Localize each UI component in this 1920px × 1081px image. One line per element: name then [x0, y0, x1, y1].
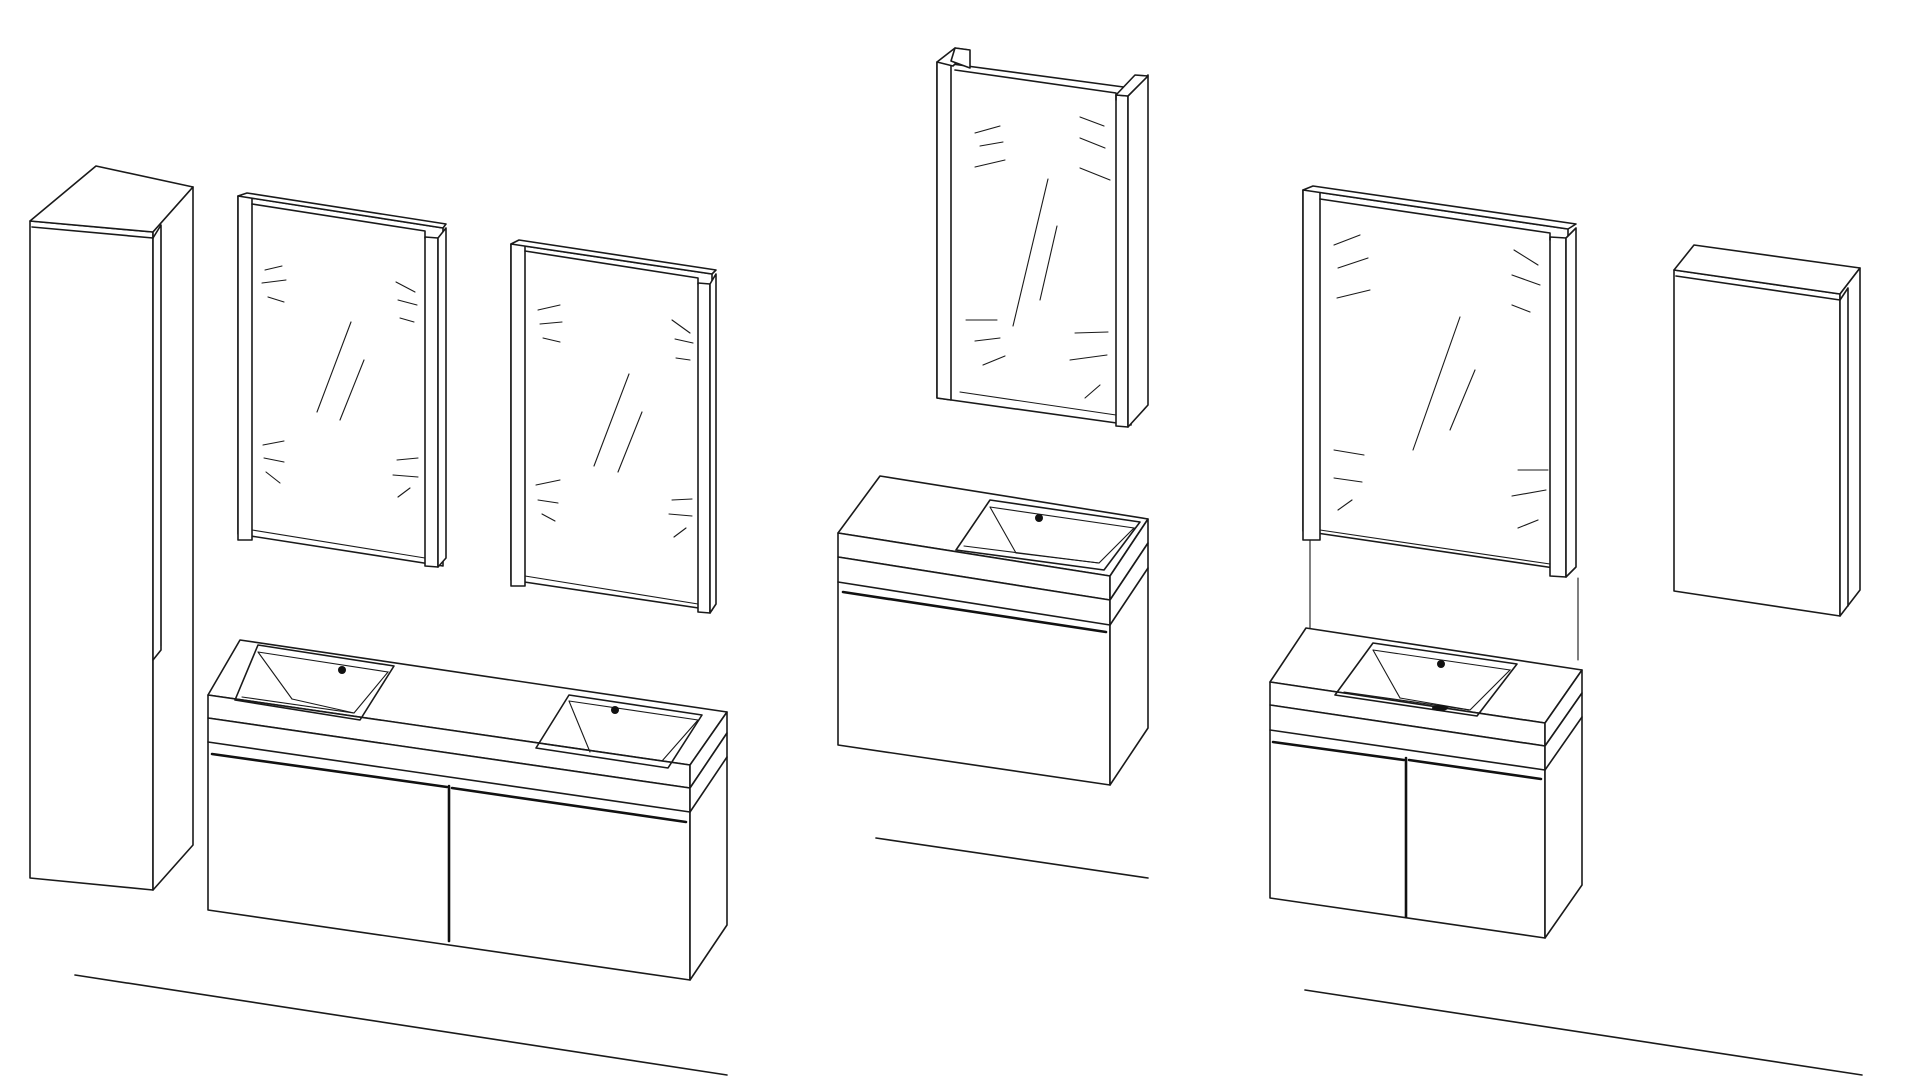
tall-cabinet — [29, 165, 194, 891]
mirror-left — [237, 192, 447, 568]
two-door-vanity-set — [1269, 185, 1863, 1076]
floor-line-right — [1304, 989, 1863, 1076]
floor-line-left — [74, 974, 728, 1076]
floor-line-center — [875, 837, 1149, 879]
mirror-right — [510, 239, 717, 614]
mirror-center — [936, 47, 1149, 428]
mirror-right-set — [1302, 185, 1577, 578]
two-door-vanity — [1269, 627, 1583, 939]
single-drawer-vanity — [837, 475, 1149, 786]
double-vanity-set — [29, 165, 728, 1076]
compact-vanity-set — [837, 47, 1149, 879]
wall-cabinet — [1673, 244, 1861, 617]
double-basin-vanity — [207, 639, 728, 981]
